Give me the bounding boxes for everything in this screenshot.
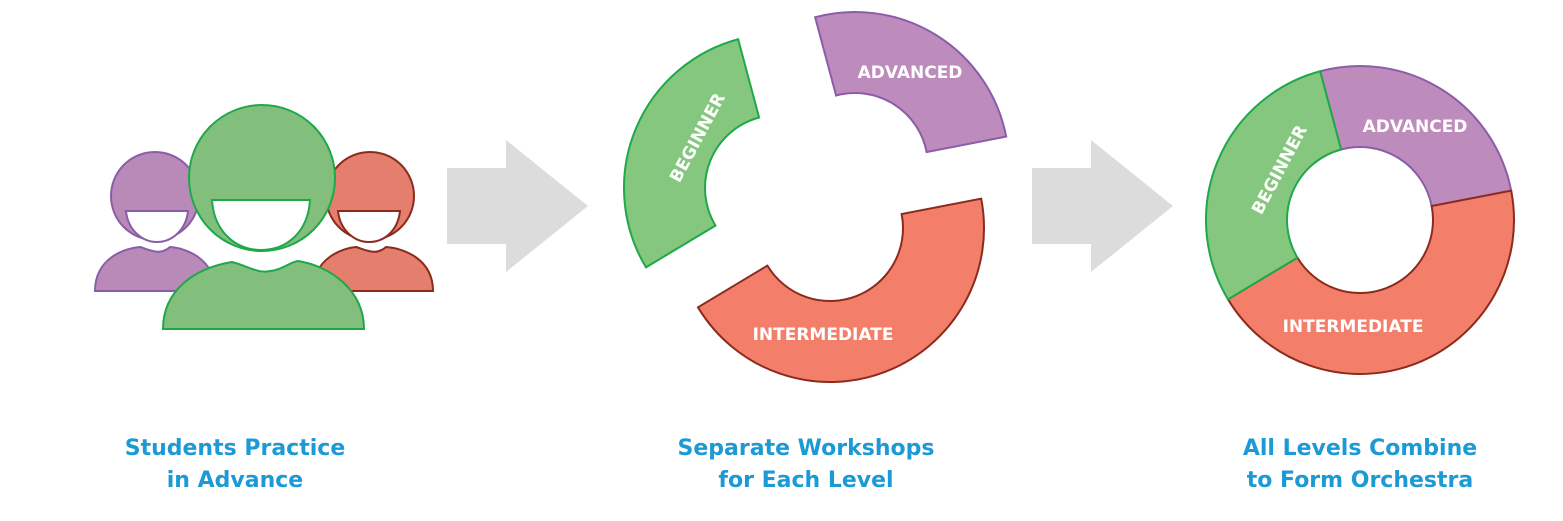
workshop-segment-beginner bbox=[623, 38, 761, 269]
student-red bbox=[311, 151, 435, 292]
arrow-right-icon bbox=[447, 140, 588, 272]
orchestra-segment-beginner bbox=[1205, 70, 1343, 301]
orchestra-label-intermediate: INTERMEDIATE bbox=[1283, 317, 1424, 337]
caption-line: in Advance bbox=[166, 468, 304, 493]
orchestra-segment-advanced bbox=[1318, 65, 1513, 208]
caption-line: All Levels Combine bbox=[1242, 436, 1478, 461]
student-green bbox=[161, 104, 366, 330]
students-icon bbox=[93, 104, 435, 330]
workshop-label-advanced: ADVANCED bbox=[858, 63, 963, 83]
student-purple bbox=[93, 151, 217, 292]
caption-line: Students Practice bbox=[124, 436, 346, 461]
caption-orchestra: All Levels Combine to Form Orchestra bbox=[1200, 433, 1520, 497]
orchestra-segment-intermediate bbox=[1226, 189, 1515, 375]
caption-line: to Form Orchestra bbox=[1246, 468, 1474, 493]
caption-line: Separate Workshops bbox=[677, 436, 935, 461]
workshop-segment-advanced bbox=[813, 11, 1008, 154]
caption-workshops: Separate Workshops for Each Level bbox=[646, 433, 966, 497]
workshop-segment-intermediate bbox=[696, 197, 985, 383]
caption-students: Students Practice in Advance bbox=[75, 433, 395, 497]
workshop-label-intermediate: INTERMEDIATE bbox=[753, 325, 894, 345]
caption-line: for Each Level bbox=[718, 468, 894, 493]
arrow-right-icon bbox=[1032, 140, 1173, 272]
orchestra-label-advanced: ADVANCED bbox=[1363, 117, 1468, 137]
